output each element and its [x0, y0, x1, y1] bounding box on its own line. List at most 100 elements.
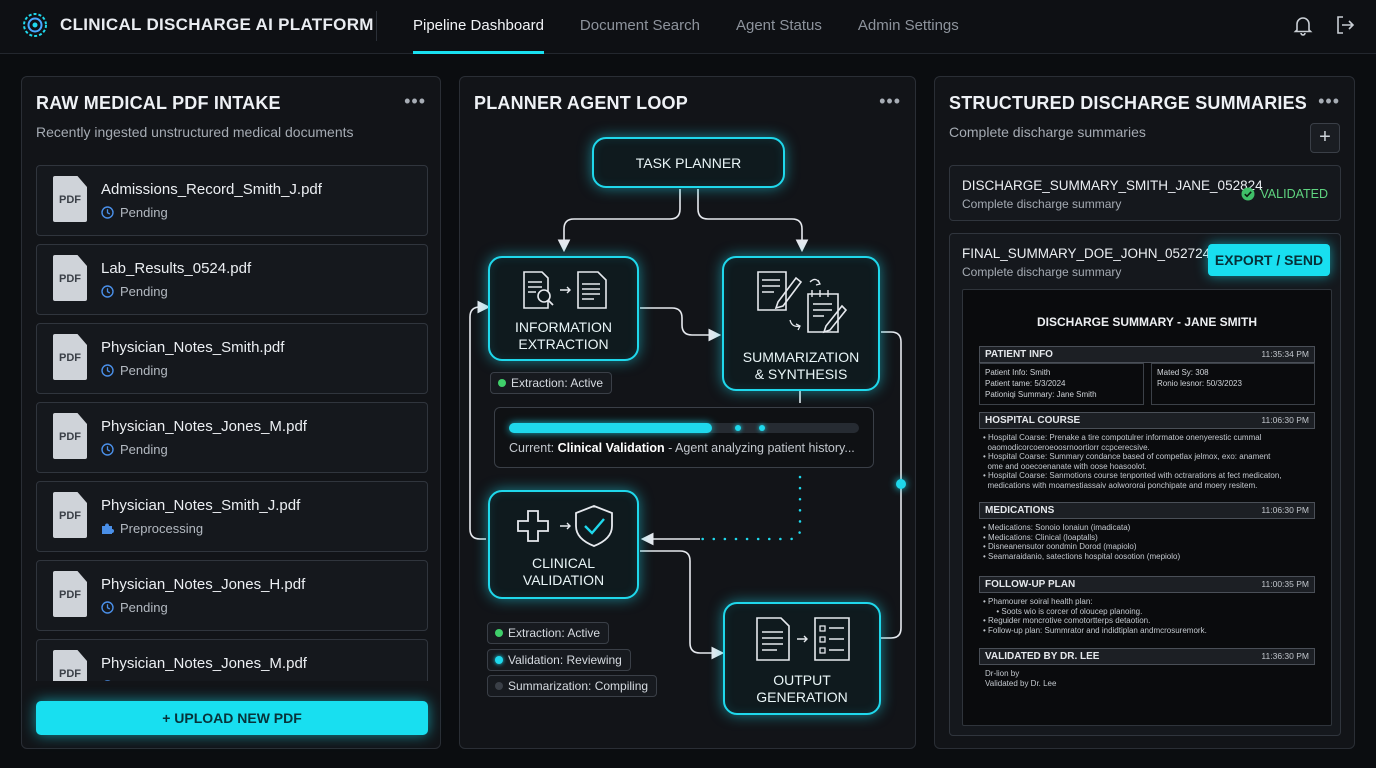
patient-info-left: Patient Info: Smith Patient tame: 5/3/20…	[979, 363, 1144, 405]
output-label-1: OUTPUT	[773, 672, 831, 688]
pdf-status: Pending	[101, 284, 168, 299]
top-bar: CLINICAL DISCHARGE AI PLATFORM Pipeline …	[0, 0, 1376, 54]
section-line: • Medications: Clinical (loaptalls)	[983, 532, 1098, 542]
summaries-more-icon[interactable]: •••	[1318, 91, 1340, 111]
progress-pulse-dot	[759, 425, 765, 431]
bell-icon[interactable]	[1292, 14, 1314, 36]
section-line: • Follow-up plan: Summrator and indidtip…	[983, 625, 1207, 635]
planner-panel: PLANNER AGENT LOOP ••• TASK PLANNER	[459, 76, 916, 749]
section-timestamp: 11:06:30 PM	[1261, 415, 1309, 425]
document-output-icon	[756, 617, 850, 661]
summaries-title: STRUCTURED DISCHARGE SUMMARIES	[949, 93, 1308, 113]
main-nav: Pipeline Dashboard Document Search Agent…	[395, 0, 977, 54]
intake-more-icon[interactable]: •••	[404, 91, 426, 111]
section-head-label: HOSPITAL COURSE	[985, 415, 1081, 426]
summary-name: DISCHARGE_SUMMARY_SMITH_JANE_052824	[962, 178, 1263, 193]
current-step-name: Clinical Validation	[557, 441, 665, 455]
section-line: ome and ooecoenanate with oose hoasoolot…	[983, 461, 1147, 471]
pdf-file-icon: PDF	[53, 334, 87, 380]
summarization-label-2: & SYNTHESIS	[754, 366, 848, 382]
info-line: Pationiqi Summary: Jane Smith	[985, 390, 1097, 399]
tab-admin-settings[interactable]: Admin Settings	[857, 17, 959, 34]
pdf-status-label: Pending	[120, 284, 168, 299]
planner-connectors	[469, 189, 906, 660]
pdf-icon-text: PDF	[59, 668, 81, 680]
pdf-status: Pending	[101, 442, 168, 457]
tab-document-search[interactable]: Document Search	[579, 17, 700, 34]
info-line: Ronio lesnor: 50/3/2023	[1157, 379, 1242, 388]
section-timestamp: 11:36:30 PM	[1261, 651, 1309, 661]
section-line: • Hospital Coarse: Summary condance base…	[983, 452, 1271, 461]
pdf-icon-text: PDF	[59, 194, 81, 206]
status-dot	[498, 379, 506, 387]
medical-shield-check-icon	[517, 505, 613, 547]
status-chip-validation: Validation: Reviewing	[487, 649, 631, 671]
document-search-icon	[523, 271, 607, 309]
clock-icon	[101, 206, 114, 219]
clock-icon	[101, 443, 114, 456]
logout-icon[interactable]	[1334, 14, 1356, 36]
export-send-button[interactable]: EXPORT / SEND	[1208, 244, 1330, 276]
clock-icon	[104, 680, 111, 681]
add-summary-button[interactable]: +	[1310, 123, 1340, 153]
section-line: oaomodicorcoeroeoosrnoortiorr ccpcerecsi…	[983, 442, 1150, 452]
tab-agent-status[interactable]: Agent Status	[735, 17, 822, 34]
pdf-status-label: Pending	[120, 442, 168, 457]
pdf-icon-text: PDF	[59, 510, 81, 522]
pdf-status-label: Pending	[120, 679, 168, 681]
upload-pdf-button[interactable]: + UPLOAD NEW PDF	[36, 701, 428, 735]
section-line: Dr-lion by	[985, 669, 1020, 678]
pdf-file-name: Physician_Notes_Jones_M.pdf	[101, 655, 307, 672]
info-line: Patient Info: Smith	[985, 368, 1051, 377]
pdf-icon-text: PDF	[59, 431, 81, 443]
brand[interactable]: CLINICAL DISCHARGE AI PLATFORM	[22, 12, 374, 38]
pdf-status-label: Pending	[120, 600, 168, 615]
pdf-file-icon: PDF	[53, 413, 87, 459]
section-head-label: VALIDATED BY DR. LEE	[985, 651, 1100, 662]
status-dot	[495, 656, 503, 664]
extraction-label-2: EXTRACTION	[518, 336, 609, 352]
pdf-icon-text: PDF	[59, 273, 81, 285]
brand-title: CLINICAL DISCHARGE AI PLATFORM	[60, 15, 374, 34]
validation-label-1: CLINICAL	[531, 555, 596, 571]
tab-pipeline-dashboard[interactable]: Pipeline Dashboard	[395, 0, 562, 54]
intake-title: RAW MEDICAL PDF INTAKE	[36, 93, 281, 113]
validated-label: VALIDATED	[1260, 187, 1328, 201]
section-medications: MEDICATIONS 11:06:30 PM	[979, 502, 1315, 519]
output-label-2: GENERATION	[756, 689, 848, 705]
section-timestamp: 11:00:35 PM	[1261, 579, 1309, 589]
extraction-status-label: Extraction: Active	[511, 376, 604, 390]
validated-badge: VALIDATED	[1241, 187, 1328, 201]
summarization-node[interactable]: SUMMARIZATION & SYNTHESIS	[722, 256, 880, 391]
summary-card-smith[interactable]: DISCHARGE_SUMMARY_SMITH_JANE_052824 Comp…	[949, 165, 1341, 221]
check-circle-icon	[1241, 187, 1255, 201]
pdf-file-icon: PDF	[53, 255, 87, 301]
summarization-label-1: SUMMARIZATION	[742, 349, 860, 365]
section-timestamp: 11:06:30 PM	[1261, 505, 1309, 515]
pdf-file-name: Physician_Notes_Smith_J.pdf	[101, 497, 301, 514]
planner-title: PLANNER AGENT LOOP	[474, 93, 688, 113]
section-line: • Seamaraidanio, satections hospital oos…	[983, 551, 1181, 561]
planner-more-icon[interactable]: •••	[879, 91, 901, 111]
summary-card-doe[interactable]: FINAL_SUMMARY_DOE_JOHN_052724 Complete d…	[949, 233, 1341, 736]
clinical-validation-node[interactable]: CLINICAL VALIDATION	[488, 490, 639, 599]
header-actions	[1292, 14, 1356, 36]
current-step-text: Current: Clinical Validation - Agent ana…	[509, 441, 855, 455]
information-extraction-node[interactable]: INFORMATION EXTRACTION	[488, 256, 639, 361]
summaries-panel: STRUCTURED DISCHARGE SUMMARIES ••• Compl…	[934, 76, 1355, 749]
section-line: • Medications: Sonoio Ionaiun (imadicata…	[983, 523, 1131, 532]
summaries-subtitle: Complete discharge summaries	[949, 124, 1146, 140]
pdf-status: Pending	[101, 363, 168, 378]
output-generation-node[interactable]: OUTPUT GENERATION	[723, 602, 881, 715]
section-head-label: MEDICATIONS	[985, 505, 1055, 516]
discharge-summary-preview: DISCHARGE SUMMARY - JANE SMITH PATIENT I…	[962, 289, 1332, 726]
task-planner-node[interactable]: TASK PLANNER	[592, 137, 785, 188]
